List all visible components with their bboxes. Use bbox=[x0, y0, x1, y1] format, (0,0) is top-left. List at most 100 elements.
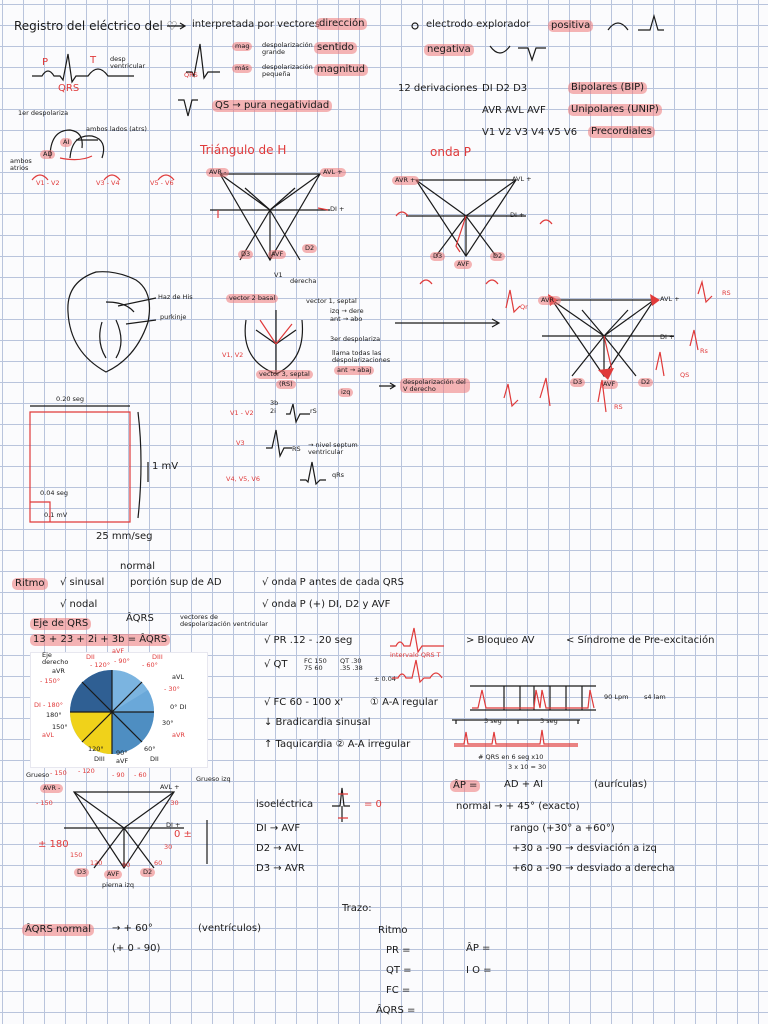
despolariza-3-label: 3er despolariza bbox=[330, 335, 381, 343]
qt-wave bbox=[392, 659, 443, 684]
long-arrow bbox=[395, 318, 501, 328]
triangulo-title: Triángulo de H bbox=[200, 143, 287, 157]
vector2-label: vector 2 basal bbox=[226, 294, 279, 303]
ventricle-vectors bbox=[244, 310, 304, 375]
eq0-label: = 0 bbox=[364, 799, 382, 810]
ecg-strip-2 bbox=[452, 719, 580, 747]
bottom-ritmo-label: Ritmo bbox=[378, 925, 408, 936]
wheel-m90: - 90° bbox=[114, 657, 130, 665]
big-rs2-label: Rs bbox=[700, 347, 708, 355]
aa-regular-label: ① A-A regular bbox=[370, 697, 438, 708]
rs-2i-label: 2i bbox=[270, 407, 276, 415]
big-triangle bbox=[542, 294, 674, 380]
box-mv-label: 1 mV bbox=[152, 461, 179, 472]
rs-mid-label: RS bbox=[292, 445, 301, 453]
precordial-leads: V1 V2 V3 V4 V5 V6 bbox=[482, 127, 578, 138]
atria-sketch bbox=[49, 129, 105, 161]
v1v2-label: V1 - V2 bbox=[36, 179, 60, 187]
bottom-fc-label: FC = bbox=[386, 985, 411, 996]
wheel-dii-bottom: DII bbox=[150, 755, 159, 763]
wheel-avr-top: aVR bbox=[52, 667, 65, 675]
tri-avr-label: AVR - bbox=[206, 168, 230, 177]
taquicardia-label: ↑ Taquicardia ② A-A irregular bbox=[264, 739, 411, 750]
onda-p-positive-label: √ onda P (+) DI, D2 y AVF bbox=[262, 599, 391, 610]
qrs-letters: QRS bbox=[184, 71, 198, 79]
qt-values-label: QT .30 .35 .38 bbox=[340, 657, 363, 672]
normal-label: normal bbox=[120, 561, 156, 572]
mv-calibration-box bbox=[29, 405, 149, 523]
wheel-diii-bottom: DIII bbox=[94, 755, 105, 763]
qrs-label: QRS bbox=[58, 83, 80, 94]
ap-izq-label: +30 a -90 → desviación a izq bbox=[512, 843, 657, 854]
suma-label: 13 + 23 + 2i + 3b = ÂQRS bbox=[30, 634, 171, 646]
grueso-label: Grueso bbox=[26, 771, 50, 779]
aqrs-normal-label: ÂQRS normal bbox=[22, 924, 95, 936]
wheel-60: 60° bbox=[144, 745, 156, 753]
izq-dere-label: izq → dere bbox=[330, 307, 364, 315]
wheel-avl-top: aVL bbox=[172, 673, 185, 681]
wheel-avf-top: aVF bbox=[112, 647, 125, 655]
ant-abo-label: ant → abo bbox=[330, 315, 363, 323]
p-wave-label: P bbox=[42, 57, 49, 68]
arrow-icon-2 bbox=[379, 382, 397, 390]
positive-wave-icon bbox=[607, 13, 664, 31]
ap-rango-label: rango (+30° a +60°) bbox=[510, 823, 615, 834]
wheel-diii-top: DIII bbox=[152, 653, 163, 661]
wheel-90: 90° bbox=[116, 749, 128, 757]
big-qr-label: Qr bbox=[520, 303, 528, 311]
onda-p-waves bbox=[395, 211, 553, 285]
title: Registro del eléctrico del ♡ bbox=[14, 19, 178, 33]
magnitud-label: magnitud bbox=[314, 64, 368, 76]
arrow-icon bbox=[167, 22, 187, 30]
qrs-small-label: qRs bbox=[332, 471, 345, 479]
electrodo-icon bbox=[411, 22, 419, 30]
tres-seg-label-2: 3 seg bbox=[540, 717, 558, 725]
wheel-m30: - 30° bbox=[164, 685, 180, 693]
wheel-m150: - 150° bbox=[40, 677, 61, 685]
despolariza-1-label: 1er despolariza bbox=[18, 109, 69, 117]
onda-p-antes-label: √ onda P antes de cada QRS bbox=[262, 577, 404, 588]
wheel-30: 30° bbox=[162, 719, 174, 727]
purkinje-label: purkinje bbox=[160, 313, 187, 321]
qt-label: √ QT bbox=[264, 659, 288, 670]
pierna-izq-label: pierna izq bbox=[102, 881, 135, 889]
v5v6-label: V5 - V6 bbox=[150, 179, 174, 187]
tres-seg-label: 3 seg bbox=[484, 717, 502, 725]
tri-d2-label: D2 bbox=[302, 244, 318, 253]
isoelectrica-label: isoeléctrica bbox=[256, 799, 314, 810]
onda-p-title: onda P bbox=[430, 145, 471, 159]
mas-label: más bbox=[232, 64, 252, 73]
auriculas-label: (aurículas) bbox=[594, 779, 648, 790]
big-tri-waves bbox=[503, 279, 713, 413]
bt-pm0: 0 ± bbox=[174, 829, 192, 840]
wheel-avr-bottom: aVR bbox=[172, 731, 185, 739]
fc-label: √ FC 60 - 100 x' bbox=[264, 697, 344, 708]
unipolar-label: Unipolares (UNIP) bbox=[568, 104, 662, 116]
big-qs-label: QS bbox=[680, 371, 690, 379]
bt-di-label: DI + bbox=[166, 821, 181, 829]
iso-d3-label: D3 → AVR bbox=[256, 863, 305, 874]
vector3-label: vector 3, septal bbox=[256, 370, 313, 379]
big-ms-label: RS bbox=[614, 403, 623, 411]
bt-30: 30 bbox=[164, 843, 173, 851]
wheel-150: 150° bbox=[52, 723, 68, 731]
ap-der-label: +60 a -90 → desviado a derecha bbox=[512, 863, 675, 874]
onda-avl-label: AVL + bbox=[512, 175, 532, 183]
vec-derecha-label: derecha bbox=[290, 277, 317, 285]
bt-m30: - 30 bbox=[166, 799, 179, 807]
nivel-label: → nivel septum ventricular bbox=[308, 441, 358, 456]
tri-di-label: DI + bbox=[330, 205, 345, 213]
ventriculos-label: (ventrículos) bbox=[198, 923, 261, 934]
big-di-label: DI + bbox=[660, 333, 675, 341]
wheel-m180: DI - 180° bbox=[34, 701, 64, 709]
tri-avf-label: AVF bbox=[268, 250, 287, 259]
izq-label: izq bbox=[338, 388, 354, 397]
ritmo-label: Ritmo bbox=[12, 578, 48, 590]
onda-d3-label: D3 bbox=[430, 252, 446, 261]
wheel-m120: - 120° bbox=[90, 661, 111, 669]
onda-di-label: DI + bbox=[510, 211, 525, 219]
wheel-avl-bottom: aVL bbox=[42, 731, 55, 739]
unipolar-leads: AVR AVL AVF bbox=[482, 105, 546, 116]
wheel-0: 0° DI bbox=[170, 703, 187, 711]
